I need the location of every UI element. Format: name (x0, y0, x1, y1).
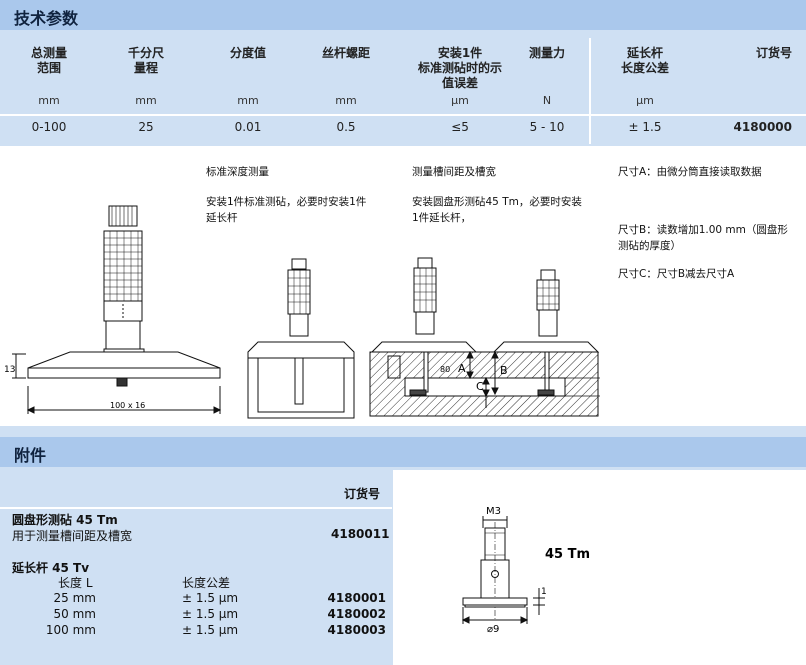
rod-col-tol: 长度公差 (182, 576, 231, 590)
spec-header-line: 安装1件 (437, 46, 483, 60)
spec-header-line: 范围 (36, 61, 61, 75)
spec-unit-2: mm (237, 94, 259, 107)
dim-a-label: A (458, 362, 466, 375)
acc-order-header: 订货号 (344, 487, 381, 501)
row-divider (0, 114, 806, 116)
spec-header-7: 订货号 (704, 46, 792, 61)
spec-header-5: 测量力 (506, 46, 588, 61)
spec-section-bar: 技术参数 (0, 0, 806, 30)
disc-desc: 用于测量槽间距及槽宽 (12, 529, 133, 543)
accessory-drawing-panel: M3 45 Tm ⌀9 1 (393, 470, 806, 665)
disc-name: 圆盘形测砧 45 Tm (12, 513, 118, 527)
dim-80-label: 80 (440, 365, 450, 374)
spec-header-line: 长度公差 (620, 61, 669, 75)
spec-header-2: 分度值 (198, 46, 298, 61)
accessories-section-bar: 附件 (0, 437, 806, 467)
rod-col-length: 长度 L (58, 576, 93, 590)
column-divider (589, 38, 591, 144)
spec-header-line: 值误差 (441, 76, 478, 90)
note-depth-line2: 延长杆 (206, 212, 238, 224)
note-dim-b-line1: 尺寸B：读数增加1.00 mm（圆盘形 (618, 224, 788, 236)
spec-section-title: 技术参数 (14, 9, 79, 28)
spec-header-6: 延长杆长度公差 (590, 46, 700, 76)
rod-order-cell: 4180002 (327, 607, 386, 621)
note-dim-b-line2: 测砧的厚度） (618, 240, 681, 252)
note-depth-line1: 安装1件标准测砧，必要时安装1件 (206, 196, 367, 208)
dim-base-label: 100 x 16 (110, 401, 145, 410)
rod-order-cell: 4180001 (327, 591, 386, 605)
spec-header-0: 总测量范围 (0, 46, 98, 76)
spec-header-line: 标准测砧时的示 (417, 61, 502, 75)
rod-tol-cell: ± 1.5 μm (182, 591, 239, 605)
note-slot-line1: 安装圆盘形测砧45 Tm，必要时安装 (412, 196, 582, 208)
rod-length-cell: 25 mm (53, 591, 96, 605)
spec-unit-6: μm (636, 94, 654, 107)
rod-name: 延长杆 45 Tv (12, 561, 90, 575)
spec-unit-3: mm (335, 94, 357, 107)
rod-order-cell: 4180003 (327, 623, 386, 637)
spec-value-6: ± 1.5 (628, 120, 662, 134)
spec-header-line: 订货号 (755, 46, 792, 60)
spec-value-5: 5 - 10 (529, 120, 565, 134)
m3-label: M3 (486, 506, 501, 517)
disc-model-label: 45 Tm (545, 547, 590, 562)
spec-unit-5: N (542, 94, 552, 107)
spec-header-line: 分度值 (229, 46, 266, 60)
note-dim-a: 尺寸A：由微分筒直接读取数据 (618, 166, 762, 178)
spec-header-line: 千分尺 (127, 46, 164, 60)
rod-tol-cell: ± 1.5 μm (182, 623, 239, 637)
technical-drawings: 13 100 x 16 A B C 80 (4, 205, 600, 419)
acc-header-divider (0, 507, 392, 509)
spec-unit-4: μm (451, 94, 469, 107)
dim-b-label: B (500, 364, 508, 377)
spec-value-0: 0-100 (31, 120, 67, 134)
rod-tol-cell: ± 1.5 μm (182, 607, 239, 621)
spec-unit-0: mm (38, 94, 60, 107)
rod-length-cell: 100 mm (45, 623, 96, 637)
spec-header-line: 量程 (133, 61, 158, 75)
accessories-section-title: 附件 (14, 446, 47, 465)
spec-value-3: 0.5 (336, 120, 356, 134)
spec-header-3: 丝杆螺距 (296, 46, 396, 61)
dim-13-label: 13 (4, 365, 15, 375)
note-depth-title: 标准深度测量 (206, 166, 269, 178)
disc-anvil-drawing: M3 45 Tm ⌀9 1 (461, 506, 590, 635)
spec-header-1: 千分尺量程 (96, 46, 196, 76)
spec-unit-1: mm (135, 94, 157, 107)
note-slot-line2: 1件延长杆， (412, 212, 472, 224)
spec-header-line: 丝杆螺距 (321, 46, 370, 60)
spec-header-line: 延长杆 (626, 46, 663, 60)
thickness-label: 1 (541, 587, 547, 597)
spec-value-2: 0.01 (234, 120, 262, 134)
disc-order: 4180011 (331, 527, 390, 541)
note-dim-c: 尺寸C：尺寸B减去尺寸A (618, 268, 735, 280)
note-slot-title: 测量槽间距及槽宽 (412, 166, 496, 178)
drawing-panel: 13 100 x 16 A B C 80 标准深度测量 安装1件标准测砧，必要时… (0, 146, 806, 426)
rod-length-cell: 50 mm (53, 607, 96, 621)
diameter-label: ⌀9 (487, 624, 499, 635)
spec-header-line: 测量力 (528, 46, 565, 60)
spec-header-line: 总测量 (30, 46, 67, 60)
spec-value-7: 4180000 (733, 120, 792, 134)
spec-value-4: ≤5 (451, 120, 469, 134)
dim-c-label: C (476, 380, 484, 393)
spec-value-1: 25 (138, 120, 154, 134)
spec-header-4: 安装1件标准测砧时的示值误差 (392, 46, 528, 91)
